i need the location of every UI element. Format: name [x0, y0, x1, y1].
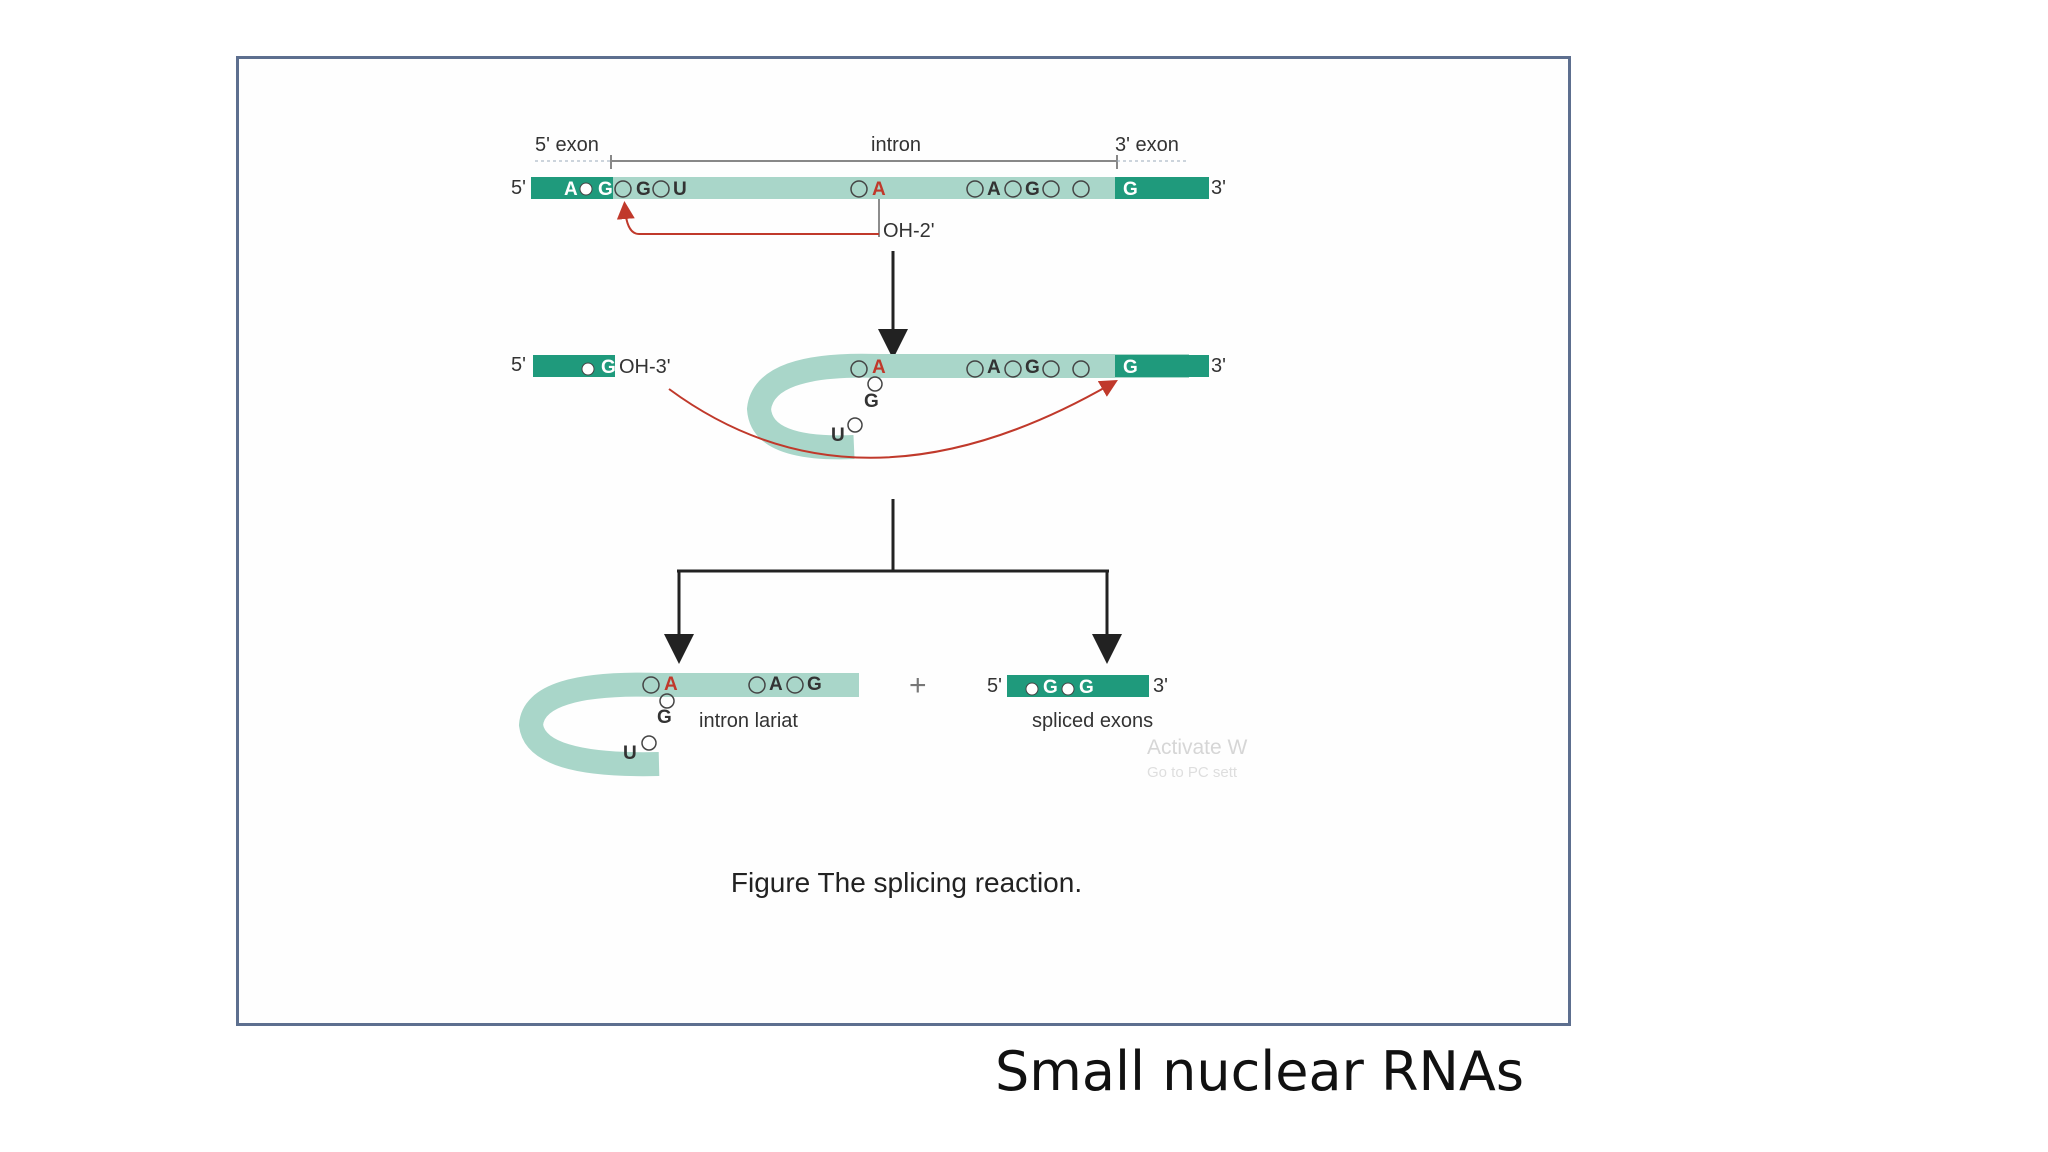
nucleotide-G: G	[1025, 357, 1040, 378]
intron-lariat-shape	[518, 672, 859, 777]
spliced-exons-label: spliced exons	[1032, 710, 1153, 732]
nucleotide-U: U	[673, 179, 687, 200]
exon5-label: 5' exon	[535, 134, 599, 156]
nucleotide-A: A	[987, 357, 1001, 378]
nucleotide-G: G	[1025, 179, 1040, 200]
five-prime-end: 5'	[511, 177, 526, 199]
exon3-bar	[1115, 355, 1209, 377]
three-prime-end: 3'	[1153, 675, 1168, 697]
intron-lariat-intermediate	[746, 353, 1189, 460]
nucleotide-G: G	[1079, 677, 1094, 698]
oh3-label: OH-3'	[619, 356, 671, 378]
nucleotide-G: G	[598, 179, 613, 200]
slide-title: Small nuclear RNAs	[995, 1040, 1524, 1103]
nucleotide-U: U	[831, 425, 845, 446]
activate-watermark: Activate W	[1147, 736, 1248, 759]
intermediate-row: 5' G OH-3' 3' A G U A G G	[511, 353, 1226, 460]
branch-point-A: A	[872, 357, 886, 378]
intron-bar	[613, 177, 1115, 199]
activate-watermark-sub: Go to PC sett	[1147, 764, 1238, 781]
branch-point-A: A	[872, 179, 886, 200]
oh2-label: OH-2'	[883, 220, 935, 242]
spliced-exons-bar	[1007, 675, 1149, 697]
exon3-bar	[1115, 177, 1209, 199]
intron-lariat-label: intron lariat	[699, 710, 798, 732]
nucleotide-G: G	[807, 674, 822, 695]
plus-sign: +	[909, 669, 927, 702]
five-prime-end: 5'	[511, 354, 526, 376]
products-row: A G U A G intron lariat + 5' 3' G G spli…	[518, 669, 1248, 781]
five-prime-end: 5'	[987, 675, 1002, 697]
pre-mrna-row: 5' exon intron 3' exon 5' 3' A G G U A A	[511, 134, 1226, 242]
nucleotide-A: A	[769, 674, 783, 695]
phosphate-circle	[579, 182, 593, 196]
attack-arrow-2	[668, 380, 1118, 459]
attack-arrow-1	[616, 201, 879, 235]
nucleotide-G: G	[1123, 357, 1138, 378]
figure-frame: 5' exon intron 3' exon 5' 3' A G G U A A	[236, 56, 1571, 1026]
free-exon5-bar	[533, 355, 615, 377]
intron-label: intron	[871, 134, 921, 156]
exon3-label: 3' exon	[1115, 134, 1179, 156]
nucleotide-G: G	[657, 707, 672, 728]
three-prime-end: 3'	[1211, 355, 1226, 377]
nucleotide-A: A	[564, 179, 578, 200]
nucleotide-G: G	[1123, 179, 1138, 200]
nucleotide-G: G	[864, 391, 879, 412]
exon5-bar	[531, 177, 613, 199]
nucleotide-U: U	[623, 743, 637, 764]
nucleotide-G: G	[601, 357, 616, 378]
three-prime-end: 3'	[1211, 177, 1226, 199]
figure-caption: Figure The splicing reaction.	[730, 867, 1083, 898]
nucleotide-G: G	[1043, 677, 1058, 698]
splicing-diagram: 5' exon intron 3' exon 5' 3' A G G U A A	[511, 134, 1248, 781]
branch-point-A: A	[664, 674, 678, 695]
nucleotide-G: G	[636, 179, 651, 200]
step-arrow-2	[664, 499, 1122, 664]
nucleotide-A: A	[987, 179, 1001, 200]
